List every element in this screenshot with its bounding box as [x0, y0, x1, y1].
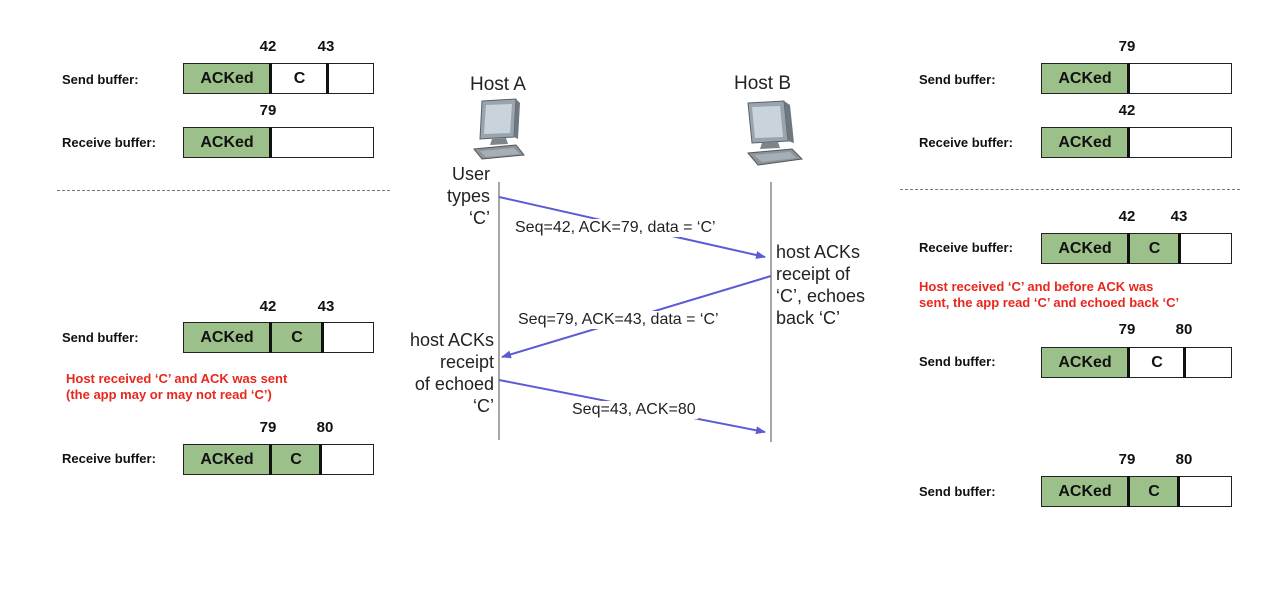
buffer-divider	[326, 63, 329, 94]
segment-label-2: Seq=79, ACK=43, data = ‘C’	[516, 311, 721, 329]
host-a-ack-text: host ACKs receipt of echoed ‘C’	[395, 329, 494, 417]
buffer-divider	[269, 127, 272, 158]
data-cell-c: C	[272, 445, 320, 474]
acked-segment: ACKed	[1042, 128, 1128, 157]
send-buffer: ACKed C	[1041, 476, 1232, 507]
buffer-divider	[1177, 476, 1180, 507]
left-note-line2: (the app may or may not read ‘C’)	[66, 387, 272, 402]
user-types-line: User	[451, 164, 490, 184]
receive-buffer: ACKed C	[1041, 233, 1232, 264]
receive-buffer-label: Receive buffer:	[919, 240, 1013, 255]
data-cell-c: C	[1130, 477, 1178, 506]
send-buffer: ACKed	[1041, 63, 1232, 94]
receive-buffer-label: Receive buffer:	[62, 135, 156, 150]
seq-number: 79	[259, 419, 277, 436]
seq-number: 79	[1118, 321, 1136, 338]
host-a-ack-line: ‘C’	[473, 396, 494, 416]
right-note-line1: Host received ‘C’ and before ACK was	[919, 279, 1154, 294]
acked-segment: ACKed	[1042, 234, 1128, 263]
seq-number: 80	[1175, 321, 1193, 338]
receive-buffer: ACKed	[1041, 127, 1232, 158]
seq-number: 43	[317, 298, 335, 315]
buffer-divider	[1127, 233, 1130, 264]
acked-segment: ACKed	[184, 128, 270, 157]
host-b-ack-line: receipt of	[776, 264, 851, 284]
send-buffer: ACKed C	[183, 63, 374, 94]
seq-number: 80	[1175, 451, 1193, 468]
receive-buffer: ACKed	[183, 127, 374, 158]
send-buffer-label: Send buffer:	[62, 330, 139, 345]
seq-number: 42	[1118, 208, 1136, 225]
data-cell-c: C	[272, 323, 322, 352]
receive-buffer: ACKed C	[183, 444, 374, 475]
data-cell-c: C	[293, 69, 306, 87]
seq-number: 42	[1118, 102, 1136, 119]
seq-number: 79	[1118, 451, 1136, 468]
seq-number: 42	[259, 38, 277, 55]
buffer-divider	[1127, 127, 1130, 158]
send-buffer-label: Send buffer:	[62, 72, 139, 87]
buffer-divider	[1183, 347, 1186, 378]
buffer-divider	[1127, 476, 1130, 507]
host-a-title: Host A	[470, 74, 526, 95]
buffer-divider	[269, 444, 272, 475]
host-b-ack-line: ‘C’, echoes	[776, 286, 866, 306]
seq-number: 79	[259, 102, 277, 119]
buffer-divider	[269, 322, 272, 353]
host-a-computer-icon	[473, 98, 525, 160]
host-b-ack-line: host ACKs	[776, 242, 861, 262]
send-buffer: ACKed C	[183, 322, 374, 353]
user-types-text: User types ‘C’	[420, 163, 490, 229]
send-buffer-label: Send buffer:	[919, 72, 996, 87]
acked-segment: ACKed	[184, 445, 270, 474]
seq-number: 43	[1170, 208, 1188, 225]
acked-segment: ACKed	[1042, 64, 1128, 93]
user-types-line: types	[446, 186, 490, 206]
buffer-divider	[269, 63, 272, 94]
seq-number: 79	[1118, 38, 1136, 55]
data-cell-c: C	[1151, 353, 1163, 371]
buffer-divider	[1127, 347, 1130, 378]
host-a-ack-line: host ACKs	[409, 330, 494, 350]
host-a-ack-line: receipt	[439, 352, 494, 372]
buffer-divider	[319, 444, 322, 475]
host-b-title: Host B	[734, 73, 792, 94]
host-a-ack-line: of echoed	[414, 374, 494, 394]
right-note: Host received ‘C’ and before ACK was sen…	[919, 279, 1179, 311]
left-separator	[57, 190, 390, 191]
left-note-line1: Host received ‘C’ and ACK was sent	[66, 371, 288, 386]
buffer-divider	[321, 322, 324, 353]
segment-label-1: Seq=42, ACK=79, data = ‘C’	[513, 219, 718, 237]
host-b-computer-icon	[747, 100, 804, 166]
left-note: Host received ‘C’ and ACK was sent (the …	[66, 371, 287, 403]
acked-segment: ACKed	[184, 64, 270, 93]
acked-segment: ACKed	[184, 323, 270, 352]
host-b-ack-line: back ‘C’	[776, 308, 841, 328]
buffer-divider	[1178, 233, 1181, 264]
acked-segment: ACKed	[1042, 348, 1128, 377]
acked-segment: ACKed	[1042, 477, 1128, 506]
user-types-line: ‘C’	[469, 208, 490, 228]
right-separator	[900, 189, 1240, 190]
seq-number: 80	[316, 419, 334, 436]
send-buffer-label: Send buffer:	[919, 484, 996, 499]
data-cell-c: C	[1130, 234, 1179, 263]
segment-label-3: Seq=43, ACK=80	[570, 401, 698, 419]
seq-number: 42	[259, 298, 277, 315]
receive-buffer-label: Receive buffer:	[62, 451, 156, 466]
host-b-ack-text: host ACKs receipt of ‘C’, echoes back ‘C…	[776, 241, 865, 329]
seq-number: 43	[317, 38, 335, 55]
receive-buffer-label: Receive buffer:	[919, 135, 1013, 150]
buffer-divider	[1127, 63, 1130, 94]
send-buffer: ACKed C	[1041, 347, 1232, 378]
right-note-line2: sent, the app read ‘C’ and echoed back ‘…	[919, 295, 1180, 310]
send-buffer-label: Send buffer:	[919, 354, 996, 369]
